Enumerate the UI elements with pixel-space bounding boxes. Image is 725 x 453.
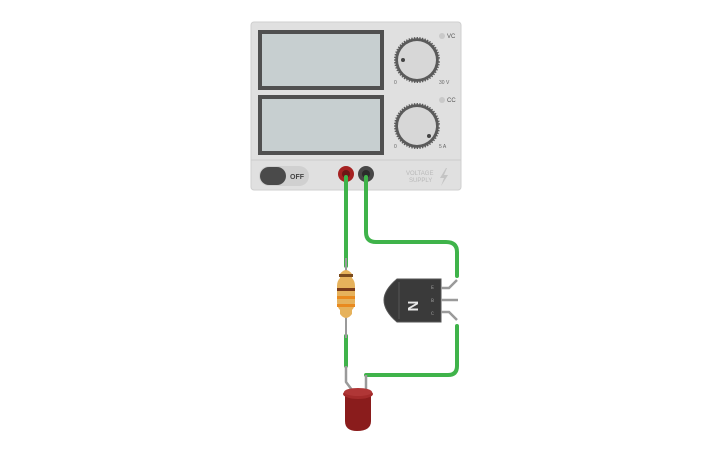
- resistor-band-4: [337, 304, 355, 307]
- pin-label-c: C: [431, 311, 434, 317]
- power-switch-knob: [260, 167, 286, 185]
- resistor-band-3: [337, 296, 355, 299]
- resistor-body: [337, 270, 355, 318]
- current-knob-indicator: [427, 134, 431, 138]
- voltage-knob-indicator: [401, 58, 405, 62]
- power-switch-label: OFF: [290, 174, 305, 181]
- current-display: [258, 95, 384, 155]
- led-leads: [344, 366, 368, 391]
- positive-terminal[interactable]: [338, 166, 354, 182]
- transistor-body: [383, 278, 442, 323]
- pin-label-e: E: [431, 285, 434, 291]
- current-max-label: 5 A: [439, 144, 447, 150]
- brand-label-line1: VOLTAGE: [406, 171, 433, 177]
- resistor-band-2: [337, 288, 355, 291]
- voltage-max-label: 30 V: [439, 80, 450, 86]
- lightning-icon: [440, 168, 448, 186]
- wire-transistor-emitter-to-led[interactable]: [364, 324, 459, 377]
- current-min-label: 0: [394, 144, 397, 150]
- cc-label: CC: [447, 98, 456, 104]
- brand-label-line2: SUPPLY: [409, 178, 432, 184]
- transistor-label: N: [404, 301, 421, 312]
- resistor-band-1: [339, 274, 353, 277]
- cc-indicator-light: [439, 97, 445, 103]
- pin-label-b: B: [431, 298, 434, 304]
- transistor[interactable]: N E B C: [383, 278, 458, 323]
- vc-label: VC: [447, 34, 456, 40]
- current-knob[interactable]: [392, 101, 442, 151]
- voltage-min-label: 0: [394, 80, 397, 86]
- resistor[interactable]: [337, 258, 355, 338]
- power-supply[interactable]: VC 0 30 V CC 0 5 A OFF VOLTAGE: [250, 21, 462, 191]
- vc-indicator-light: [439, 33, 445, 39]
- negative-terminal[interactable]: [358, 166, 374, 182]
- voltage-display: [258, 30, 384, 90]
- power-switch[interactable]: OFF: [259, 166, 309, 186]
- led-rim-top: [344, 388, 372, 396]
- wires: [344, 175, 459, 377]
- transistor-leads: [441, 279, 458, 321]
- led-body: [345, 395, 371, 431]
- voltage-knob[interactable]: [392, 35, 442, 85]
- led[interactable]: [343, 366, 373, 431]
- wire-negative-to-transistor-collector[interactable]: [364, 175, 459, 278]
